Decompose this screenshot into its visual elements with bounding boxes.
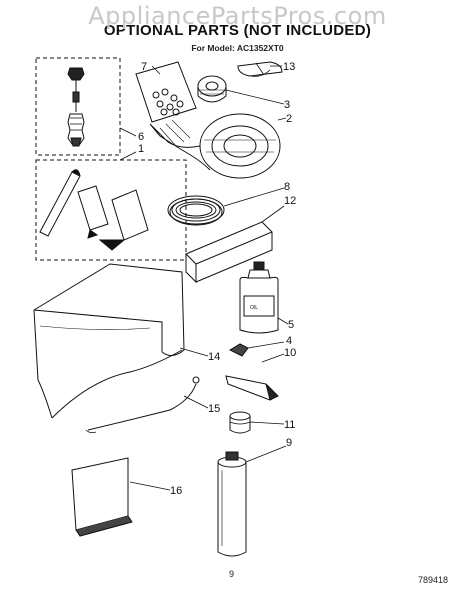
spray-can — [217, 451, 247, 557]
callout-12: 12 — [284, 195, 296, 207]
callout-11: 11 — [284, 419, 295, 431]
valve-kit — [35, 57, 121, 156]
bottle-label: OIL — [250, 305, 258, 311]
small-tape-roll — [197, 75, 227, 103]
cover-cord — [85, 376, 200, 434]
callout-13: 13 — [283, 61, 295, 73]
callout-15: 15 — [208, 403, 220, 415]
callout-5: 5 — [288, 319, 294, 331]
page-title: OPTIONAL PARTS (NOT INCLUDED) — [103, 22, 372, 39]
callout-6: 6 — [138, 131, 144, 143]
callout-1: 1 — [138, 143, 144, 155]
callout-9: 9 — [286, 437, 292, 449]
watermark: AppliancePartsPros.com — [88, 2, 387, 30]
callout-14: 14 — [208, 351, 220, 363]
callout-16: 16 — [170, 485, 182, 497]
filter-pad — [71, 457, 133, 537]
gasket-roll — [149, 113, 281, 179]
callout-2: 2 — [286, 113, 292, 125]
callout-7: 7 — [141, 61, 147, 73]
grease-tube — [225, 375, 279, 401]
tape-roll-13 — [237, 61, 283, 77]
callout-8: 8 — [284, 181, 290, 193]
callout-10: 10 — [284, 347, 296, 359]
callout-3: 3 — [284, 99, 290, 111]
small-jar — [229, 411, 251, 434]
leader-lines — [119, 65, 289, 491]
small-cap — [228, 343, 249, 357]
unit-cover — [33, 263, 185, 419]
fastener-bag — [135, 61, 197, 123]
hose-coil — [167, 195, 225, 226]
touch-up-kit — [35, 159, 187, 261]
oil-bottle — [239, 261, 279, 334]
model-line: For Model: AC1352XT0 — [191, 43, 284, 53]
callout-4: 4 — [286, 335, 292, 347]
page-number: 9 — [229, 569, 235, 579]
foam-block — [185, 221, 273, 284]
document-number: 789418 — [418, 575, 449, 585]
